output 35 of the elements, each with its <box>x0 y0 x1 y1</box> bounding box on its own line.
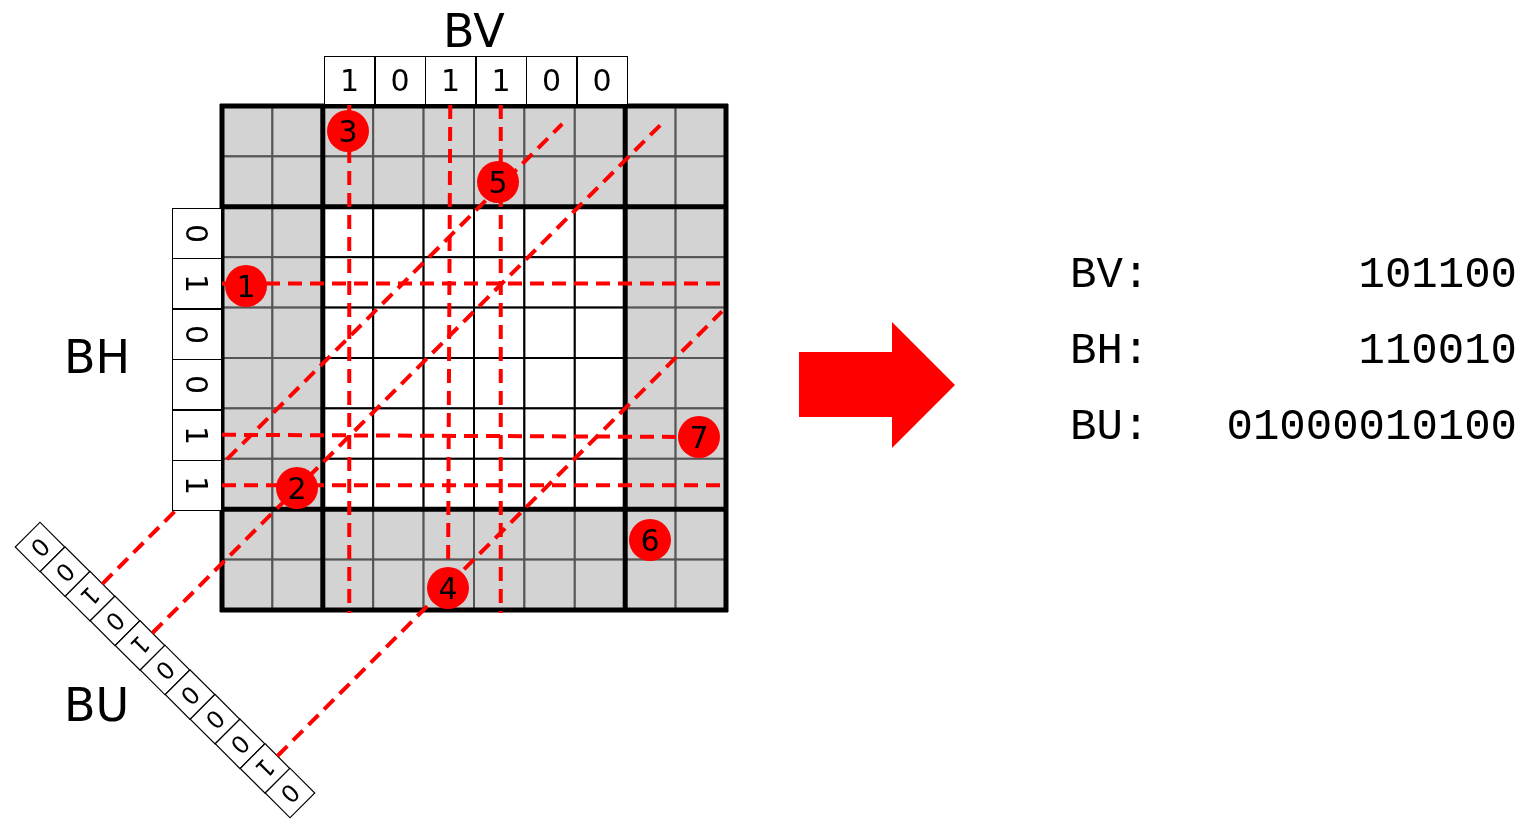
bit-cell: 0 <box>103 608 127 633</box>
dashed-line <box>347 105 352 613</box>
bit-cell: 1 <box>425 56 476 105</box>
bit-cell: 0 <box>172 359 222 411</box>
bit-string: 01000010100 <box>1226 402 1517 452</box>
bit-cell: 1 <box>253 756 277 781</box>
bit-cell: 1 <box>324 56 375 105</box>
bit-cell: 0 <box>374 56 426 105</box>
bit-cell: 0 <box>203 707 227 732</box>
bit-cell: 1 <box>172 258 222 310</box>
axis-title: BU <box>64 680 130 730</box>
bit-string: 101100 <box>1358 250 1517 300</box>
bit-cell: 1 <box>475 56 527 105</box>
bit-cell: 0 <box>576 56 628 105</box>
dashed-line <box>222 432 678 439</box>
bit-cell: 0 <box>172 208 222 259</box>
dashed-line <box>498 105 503 613</box>
bit-cell: 0 <box>178 682 202 707</box>
bit-string: 110010 <box>1358 326 1517 376</box>
axis-title: BH <box>64 332 131 382</box>
bit-cell: 0 <box>228 731 252 756</box>
bit-cell: 0 <box>153 658 177 682</box>
result-name: BV: <box>1070 250 1150 300</box>
bit-cell: 0 <box>172 308 222 360</box>
bit-cell: 1 <box>128 633 152 658</box>
result-name: BH: <box>1070 326 1150 376</box>
bit-cell: 0 <box>28 535 52 559</box>
axis-title: BV <box>443 6 505 56</box>
bit-cell: 1 <box>172 409 222 461</box>
bit-cell: 0 <box>526 56 577 105</box>
bit-cell: 1 <box>172 460 222 511</box>
bit-cell: 0 <box>278 781 302 805</box>
bit-cell: 1 <box>78 584 102 609</box>
bit-cell: 0 <box>53 559 77 584</box>
result-name: BU: <box>1070 402 1150 452</box>
